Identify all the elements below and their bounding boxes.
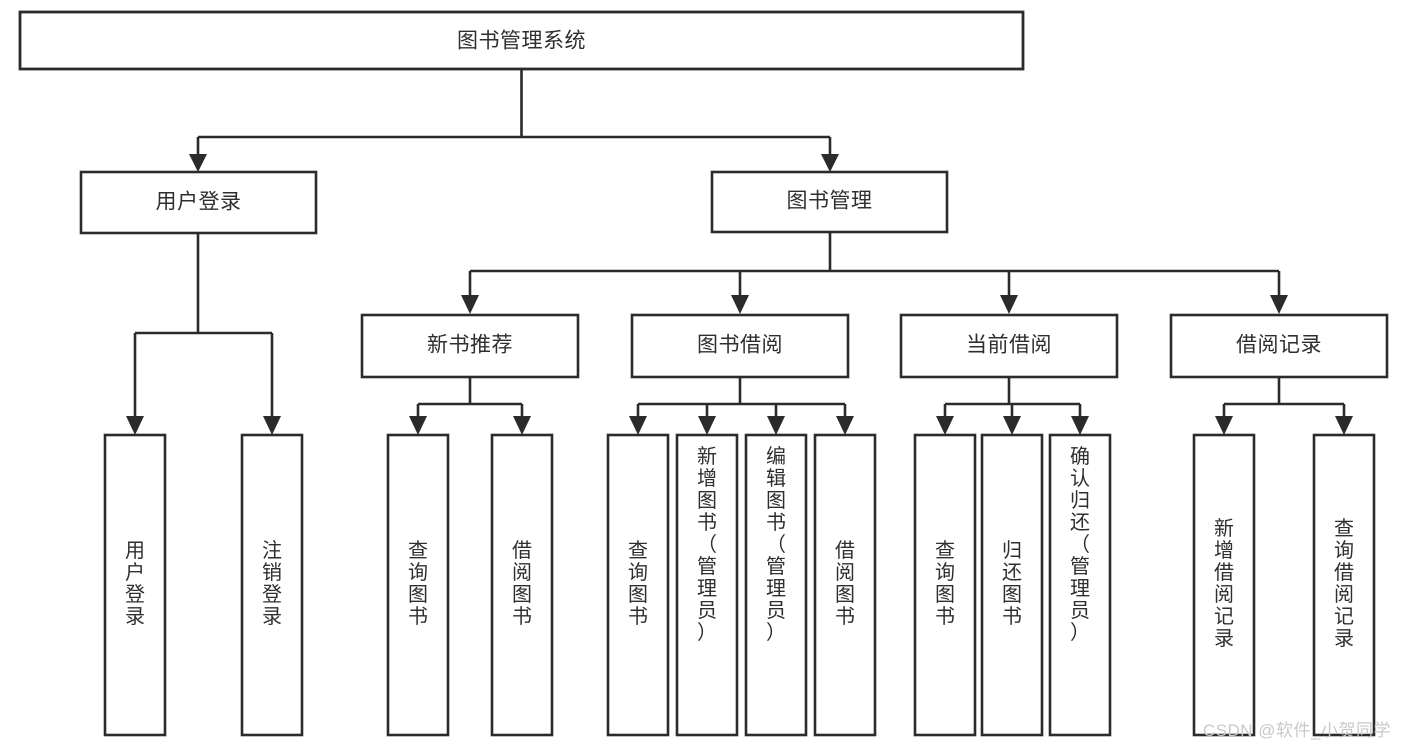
node-user-login-box: [79, 170, 318, 235]
node-leaf-borrow-book-2-label: 借阅图书: [835, 539, 855, 628]
node-leaf-user-logout-label: 注销登录: [262, 539, 282, 628]
arrow-head-current-borrow: [1000, 295, 1018, 314]
node-leaf-add-book-box: [675, 433, 739, 737]
arrow-head-leaf-user-logout: [263, 416, 281, 435]
node-new-book-recommend-box: [360, 313, 580, 379]
arrow-head-leaf-borrow-book-1: [513, 416, 531, 435]
node-root-label: 图书管理系统: [457, 30, 586, 53]
node-leaf-edit-book-box: [744, 433, 808, 737]
arrow-head-leaf-borrow-book-2: [836, 416, 854, 435]
arrow-head-book-manage: [821, 154, 839, 172]
node-leaf-query-book-1-label: 查询图书: [408, 539, 428, 628]
node-root[interactable]: 图书管理系统: [18, 10, 1025, 71]
node-leaf-borrow-book-1-box: [490, 433, 554, 737]
arrow-head-book-borrow: [731, 295, 749, 314]
arrow-head-borrow-record: [1270, 295, 1288, 314]
node-leaf-user-login-box: [103, 433, 167, 737]
node-book-borrow-label: 图书借阅: [697, 334, 783, 357]
node-leaf-edit-book-label: 编辑图书（管理员）: [766, 445, 786, 644]
node-leaf-return-book-box: [980, 433, 1044, 737]
node-book-borrow[interactable]: 图书借阅: [630, 313, 850, 379]
node-borrow-record[interactable]: 借阅记录: [1169, 313, 1389, 379]
node-leaf-query-record-label: 查询借阅记录: [1334, 517, 1354, 650]
arrow-head-leaf-query-book-3: [936, 416, 954, 435]
arrow-head-leaf-add-book: [698, 416, 716, 435]
arrow-head-leaf-add-record: [1215, 416, 1233, 435]
node-user-login[interactable]: 用户登录: [79, 170, 318, 235]
node-current-borrow-label: 当前借阅: [966, 334, 1052, 357]
node-book-manage-label: 图书管理: [787, 190, 873, 213]
arrow-head-new-book-recommend: [461, 295, 479, 314]
arrow-head-leaf-query-record: [1335, 416, 1353, 435]
node-leaf-query-book-3[interactable]: 查询图书: [913, 433, 977, 737]
arrow-head-leaf-user-login: [126, 416, 144, 435]
node-book-manage-box: [710, 170, 949, 234]
node-leaf-return-book-label: 归还图书: [1002, 539, 1022, 628]
arrow-head-leaf-return-book: [1003, 416, 1021, 435]
node-new-book-recommend[interactable]: 新书推荐: [360, 313, 580, 379]
node-leaf-borrow-book-1[interactable]: 借阅图书: [490, 433, 554, 737]
arrow-head-leaf-query-book-1: [409, 416, 427, 435]
node-leaf-confirm-return[interactable]: 确认归还（管理员）: [1048, 433, 1112, 737]
node-leaf-user-logout[interactable]: 注销登录: [240, 433, 304, 737]
node-current-borrow[interactable]: 当前借阅: [899, 313, 1119, 379]
node-leaf-borrow-book-1-label: 借阅图书: [512, 539, 532, 628]
node-leaf-borrow-book-2[interactable]: 借阅图书: [813, 433, 877, 737]
node-leaf-confirm-return-box: [1048, 433, 1112, 737]
node-leaf-edit-book[interactable]: 编辑图书（管理员）: [744, 433, 808, 737]
node-leaf-add-record[interactable]: 新增借阅记录: [1192, 433, 1256, 737]
node-leaf-query-book-2-box: [606, 433, 670, 737]
node-leaf-add-book[interactable]: 新增图书（管理员）: [675, 433, 739, 737]
arrow-head-leaf-edit-book: [767, 416, 785, 435]
node-new-book-recommend-label: 新书推荐: [427, 334, 513, 357]
node-leaf-query-book-1[interactable]: 查询图书: [386, 433, 450, 737]
node-leaf-query-record-box: [1312, 433, 1376, 737]
node-leaf-query-record[interactable]: 查询借阅记录: [1312, 433, 1376, 737]
node-current-borrow-box: [899, 313, 1119, 379]
node-leaf-user-logout-box: [240, 433, 304, 737]
node-borrow-record-label: 借阅记录: [1236, 334, 1322, 357]
node-leaf-query-book-3-box: [913, 433, 977, 737]
node-leaf-user-login[interactable]: 用户登录: [103, 433, 167, 737]
connector-layer: [126, 69, 1353, 435]
node-leaf-query-book-2-label: 查询图书: [628, 539, 648, 628]
arrow-head-leaf-query-book-2: [629, 416, 647, 435]
node-leaf-return-book[interactable]: 归还图书: [980, 433, 1044, 737]
node-leaf-borrow-book-2-box: [813, 433, 877, 737]
arrow-head-leaf-confirm-return: [1071, 416, 1089, 435]
node-leaf-query-book-1-box: [386, 433, 450, 737]
node-book-manage[interactable]: 图书管理: [710, 170, 949, 234]
node-user-login-label: 用户登录: [156, 191, 242, 214]
arrow-head-user-login: [189, 154, 207, 172]
node-leaf-add-record-label: 新增借阅记录: [1214, 517, 1234, 650]
node-leaf-add-book-label: 新增图书（管理员）: [697, 445, 717, 644]
node-borrow-record-box: [1169, 313, 1389, 379]
node-leaf-user-login-label: 用户登录: [125, 540, 145, 628]
node-leaf-add-record-box: [1192, 433, 1256, 737]
node-book-borrow-box: [630, 313, 850, 379]
node-leaf-confirm-return-label: 确认归还（管理员）: [1070, 445, 1090, 644]
node-leaf-query-book-2[interactable]: 查询图书: [606, 433, 670, 737]
node-leaf-query-book-3-label: 查询图书: [935, 539, 955, 628]
node-root-box: [18, 10, 1025, 71]
